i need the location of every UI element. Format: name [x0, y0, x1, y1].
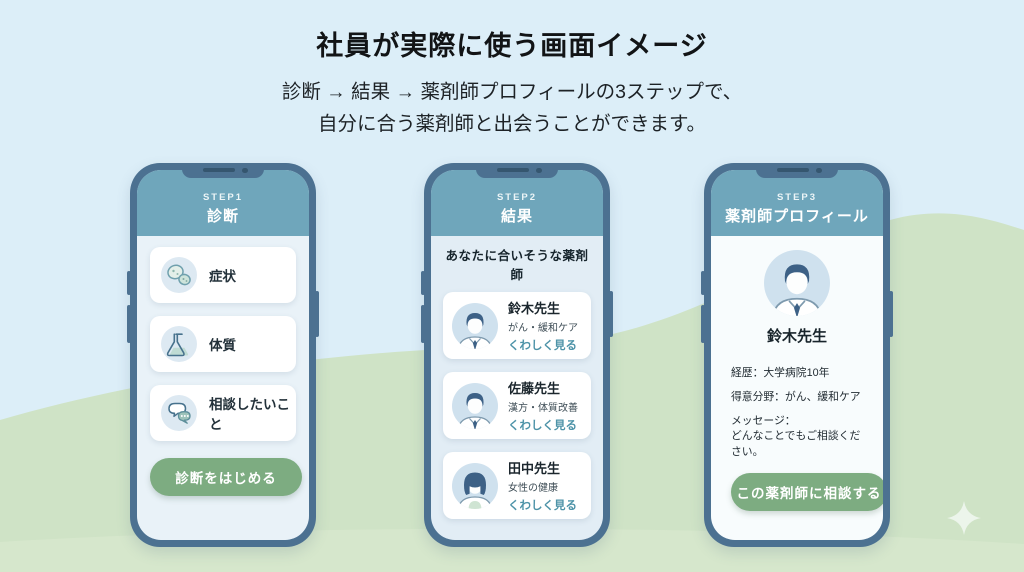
phone-screen: STEP1 診断 症状	[137, 170, 309, 540]
see-details-link[interactable]: くわしく見る	[508, 340, 577, 352]
camera-icon	[242, 167, 248, 173]
pharmacist-name: 田中先生	[508, 461, 561, 476]
power-button	[315, 291, 319, 337]
cells-icon	[161, 257, 197, 293]
speaker-icon	[497, 168, 529, 172]
step-title: 結果	[500, 208, 533, 225]
chat-bubbles-icon	[161, 395, 197, 431]
phone-notch	[756, 163, 838, 178]
pharmacist-card-suzuki[interactable]: 鈴木先生 がん・緩和ケア くわしく見る	[443, 292, 591, 359]
see-details-link[interactable]: くわしく見る	[508, 420, 577, 432]
pharmacist-avatar-male-icon	[452, 302, 498, 349]
pharmacist-card-tanaka[interactable]: 田中先生 女性の健康 くわしく見る	[443, 452, 591, 519]
step-label: STEP3	[776, 192, 818, 203]
camera-icon	[536, 167, 542, 173]
subtitle-line-2: 自分に合う薬剤師と出会うことができます。	[317, 113, 707, 135]
see-details-link[interactable]: くわしく見る	[508, 500, 577, 512]
diagnosis-card-label: 相談したいこと	[209, 397, 290, 432]
power-button	[889, 291, 893, 337]
phone-notch	[182, 163, 264, 178]
phone-step2-results: STEP2 結果 あなたに合いそうな薬剤師	[421, 163, 613, 547]
pharmacist-avatar-male-icon	[452, 382, 498, 429]
page-title: 社員が実際に使う画面イメージ	[316, 31, 708, 61]
volume-button	[127, 305, 131, 343]
volume-button	[127, 271, 131, 295]
phone-step1-diagnosis: STEP1 診断 症状	[127, 163, 319, 547]
volume-button	[701, 305, 705, 343]
start-diagnosis-button[interactable]: 診断をはじめる	[150, 458, 302, 496]
pharmacist-name: 佐藤先生	[508, 381, 561, 396]
step-title: 診断	[206, 208, 239, 225]
pharmacist-specialty: 漢方・体質改善	[508, 403, 578, 414]
pharmacist-specialty: 女性の健康	[508, 483, 558, 494]
pharmacist-specialty: がん・緩和ケア	[508, 323, 578, 334]
speaker-icon	[777, 168, 809, 172]
pharmacist-card-sato[interactable]: 佐藤先生 漢方・体質改善 くわしく見る	[443, 372, 591, 439]
diagnosis-card-consult-topics[interactable]: 相談したいこと	[150, 385, 296, 441]
diagnosis-card-constitution[interactable]: 体質	[150, 316, 296, 372]
power-button	[609, 291, 613, 337]
volume-button	[421, 271, 425, 295]
pharmacist-avatar-female-icon	[452, 462, 498, 509]
volume-button	[701, 271, 705, 295]
app-header-step3: STEP3 薬剤師プロフィール	[711, 170, 883, 236]
app-header-step1: STEP1 診断	[137, 170, 309, 236]
profile-message-label: メッセージ：	[731, 415, 796, 427]
app-header-step2: STEP2 結果	[431, 170, 603, 236]
page-subtitle: 診断 → 結果 → 薬剤師プロフィールの3ステップで、 自分に合う薬剤師と出会う…	[0, 76, 1024, 140]
diagnosis-card-label: 体質	[209, 338, 236, 353]
subtitle-line-1: 診断 → 結果 → 薬剤師プロフィールの3ステップで、	[281, 81, 743, 103]
phone-step3-profile: STEP3 薬剤師プロフィール	[701, 163, 893, 547]
step-label: STEP2	[496, 192, 538, 203]
sparkle-icon	[947, 501, 981, 535]
profile-avatar-male-icon	[764, 250, 830, 316]
profile-name: 鈴木先生	[766, 328, 827, 345]
results-section-title: あなたに合いそうな薬剤師	[445, 249, 589, 282]
consult-pharmacist-button[interactable]: この薬剤師に相談する	[731, 473, 883, 512]
volume-button	[421, 305, 425, 343]
step-label: STEP1	[202, 192, 244, 203]
step-title: 薬剤師プロフィール	[725, 208, 869, 225]
phone-notch	[476, 163, 558, 178]
profile-career: 経歴：大学病院10年	[731, 367, 830, 379]
phone-screen: STEP2 結果 あなたに合いそうな薬剤師	[431, 170, 603, 540]
pharmacist-name: 鈴木先生	[508, 301, 561, 316]
phone-screen: STEP3 薬剤師プロフィール	[711, 170, 883, 540]
profile-message: どんなことでもご相談ください。	[731, 430, 861, 458]
flask-icon	[161, 326, 197, 362]
profile-specialty: 得意分野：がん、緩和ケア	[731, 391, 861, 403]
camera-icon	[816, 167, 822, 173]
speaker-icon	[203, 168, 235, 172]
diagnosis-card-label: 症状	[209, 269, 236, 284]
diagnosis-card-symptoms[interactable]: 症状	[150, 247, 296, 303]
